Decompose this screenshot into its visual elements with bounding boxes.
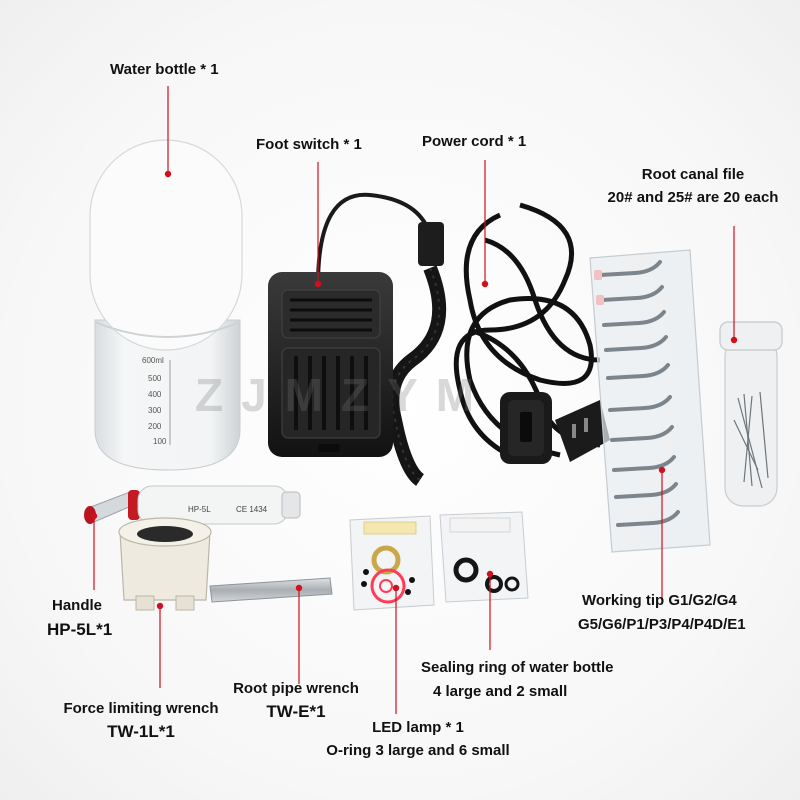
root-canal-file-tube [719,321,783,507]
scale-label: 300 [148,406,162,415]
power-plug [500,392,610,464]
force-limiting-wrench [118,517,212,611]
foot-switch [268,192,447,486]
scale-label: 200 [148,422,162,431]
water-bottle-label: Water bottle * 1 [110,61,219,78]
foot-switch-label: Foot switch * 1 [256,136,362,153]
scale-label: 400 [148,390,162,399]
handle-label: Handle [52,597,103,614]
water-bottle: 600ml 500 400 300 200 100 [89,139,243,471]
handpiece-ce-mark: CE 1434 [236,505,268,514]
pointer-lines [90,86,738,714]
scale-label: 100 [153,437,167,446]
root-canal-file-label: Root canal file 20# and 25# are 20 each [607,166,779,206]
sealing-ring-bag [439,511,529,603]
handle-model-label: HP-5L*1 [47,620,113,639]
power-cord-label: Power cord * 1 [422,133,527,150]
root-pipe-wrench [209,577,333,603]
scale-label: 500 [148,374,162,383]
handpiece-model-mark: HP-5L [188,505,211,514]
sealing-ring-label: Sealing ring of water bottle 4 large and… [421,659,614,700]
root-pipe-wrench-label: Root pipe wrench TW-E*1 [233,680,359,721]
scale-label: 600ml [142,356,164,365]
bottle-scale: 600ml 500 400 300 200 100 [142,356,167,446]
working-tip-label: Working tip G1/G2/G4 G5/G6/P1/P3/P4/P4D/… [578,592,746,633]
led-lamp-label: LED lamp * 1 O-ring 3 large and 6 small [326,719,510,759]
led-lamp-bag [349,515,435,611]
force-limiting-wrench-label: Force limiting wrench TW-1L*1 [63,700,219,741]
handpiece: HP-5L CE 1434 [84,485,301,525]
watermark: ZJMZYM [195,369,493,421]
working-tip-card [589,249,711,553]
